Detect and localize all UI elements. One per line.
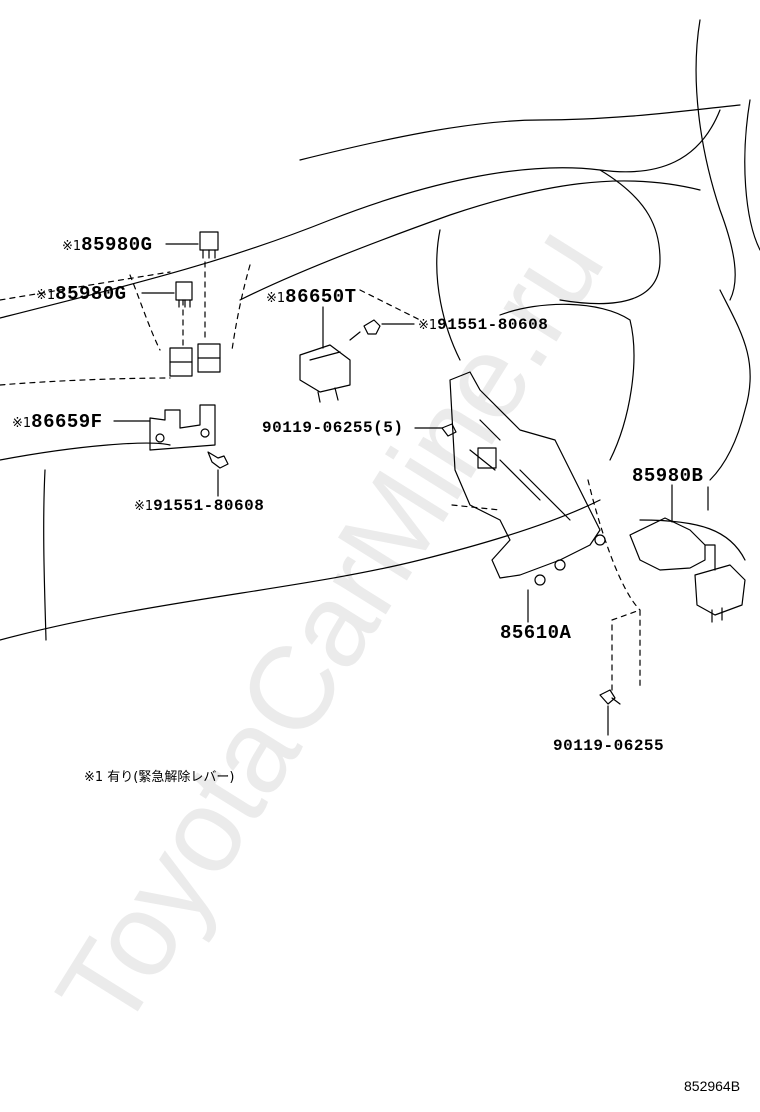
part-label-90119-5: 90119-06255(5) (262, 420, 403, 436)
body-outline (299, 104, 741, 161)
body-outline (43, 469, 47, 641)
part-number: 85610A (500, 622, 572, 644)
body-outline (0, 442, 171, 461)
body-outline (0, 499, 601, 641)
part-number: 85980G (81, 234, 153, 256)
part-number: 91551-80608 (153, 497, 265, 515)
body-outline (559, 169, 661, 305)
bolt-90119-5 (441, 423, 457, 437)
bolt-91551-lower (207, 451, 229, 469)
part-label-85980B: 85980B (632, 467, 703, 486)
body-outline (639, 519, 746, 561)
body-outline (499, 303, 635, 461)
part-label-91551-lower: ※191551-80608 (134, 498, 264, 514)
switch-86650T (299, 344, 351, 403)
body-outline (744, 99, 760, 251)
part-number: 85980G (55, 283, 127, 305)
part-number: 85980B (632, 465, 704, 487)
part-number: 86650T (285, 286, 357, 308)
relay-85980B (694, 564, 746, 616)
note-mark: ※1 (266, 291, 286, 306)
part-label-85610A: 85610A (500, 624, 571, 643)
bolt-91551-upper (349, 319, 381, 341)
body-outline (436, 229, 461, 361)
body-outline (239, 180, 701, 301)
diagram-code: 852964B (684, 1078, 741, 1094)
relay-85980G-lower (175, 281, 193, 301)
body-outline (0, 109, 721, 319)
note-mark: ※1 (12, 416, 32, 431)
note-mark: ※1 (36, 288, 56, 303)
part-label-90119-bottom: 90119-06255 (553, 738, 664, 754)
part-number: 90119-06255(5) (262, 419, 404, 437)
body-outline (695, 19, 736, 301)
note-mark: ※1 (62, 239, 82, 254)
part-number: 86659F (31, 411, 103, 433)
part-number: 91551-80608 (437, 316, 549, 334)
bolt-90119-bottom (599, 689, 621, 705)
body-outline (709, 289, 751, 481)
part-label-86659F: ※186659F (12, 413, 103, 432)
footnote: ※1 有り(緊急解除レバー) (84, 770, 235, 785)
part-label-85980G-upper: ※185980G (62, 236, 153, 255)
part-label-86650T: ※186650T (266, 288, 357, 307)
relay-85980G-upper (199, 231, 219, 251)
relay-85980B (629, 517, 706, 571)
part-number: 90119-06255 (553, 737, 665, 755)
part-label-85980G-lower: ※185980G (36, 285, 127, 304)
note-mark: ※1 (418, 318, 438, 333)
note-mark: ※1 (134, 499, 154, 514)
bracket-86659F (149, 404, 216, 451)
part-label-91551-upper: ※191551-80608 (418, 317, 548, 333)
